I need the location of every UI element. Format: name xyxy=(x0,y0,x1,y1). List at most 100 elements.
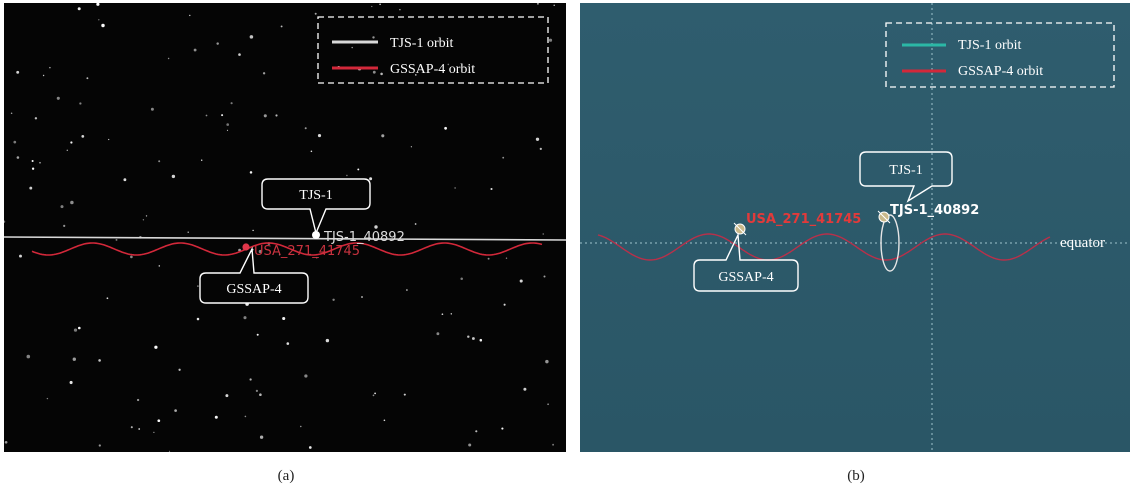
star xyxy=(545,359,549,364)
star xyxy=(69,380,73,385)
star xyxy=(372,70,376,74)
tjs-satellite-marker xyxy=(312,231,320,239)
star xyxy=(381,134,385,138)
star xyxy=(79,102,82,105)
star xyxy=(187,231,189,233)
star xyxy=(101,23,105,28)
star xyxy=(142,219,145,221)
star xyxy=(130,426,133,429)
star xyxy=(136,398,140,402)
star xyxy=(501,427,504,430)
legend-box xyxy=(317,16,549,84)
star xyxy=(552,443,555,446)
star xyxy=(487,257,490,260)
star xyxy=(447,63,450,66)
star xyxy=(96,3,100,6)
star xyxy=(415,74,417,76)
star xyxy=(63,224,66,227)
star xyxy=(171,174,176,179)
gssap-callout-label: GSSAP-4 xyxy=(718,270,773,285)
star xyxy=(244,415,247,418)
star xyxy=(98,19,100,21)
star xyxy=(332,298,335,301)
star xyxy=(374,392,376,395)
star xyxy=(70,141,73,144)
panel-b-ground-track-map: TJS-1 orbit GSSAP-4 orbit USA_271_41745 … xyxy=(580,3,1130,452)
star xyxy=(4,220,6,223)
star xyxy=(315,256,318,259)
gssap-orbit-line xyxy=(31,242,543,256)
star xyxy=(31,167,35,170)
star xyxy=(304,374,308,378)
star xyxy=(157,419,161,423)
star xyxy=(414,223,417,225)
star xyxy=(258,249,263,254)
gssap-callout-bubble xyxy=(693,232,799,292)
star xyxy=(226,129,229,131)
star xyxy=(201,159,203,161)
star xyxy=(372,36,375,39)
star xyxy=(371,5,373,8)
star xyxy=(475,430,478,433)
star xyxy=(374,225,378,229)
star xyxy=(197,285,199,287)
star xyxy=(56,96,60,100)
star xyxy=(123,178,127,182)
star xyxy=(505,257,508,259)
star xyxy=(77,7,81,11)
star xyxy=(467,335,470,338)
usa-satellite-label: USA_271_41745 xyxy=(254,244,360,259)
star xyxy=(138,428,141,430)
star xyxy=(346,174,348,177)
star xyxy=(399,8,401,11)
tjs-callout-bubble xyxy=(859,151,953,203)
star xyxy=(325,338,330,343)
star xyxy=(379,3,381,6)
tjs-orbit-line xyxy=(4,236,566,241)
star xyxy=(450,313,453,315)
star xyxy=(252,229,254,232)
star xyxy=(243,316,247,320)
star xyxy=(410,146,413,148)
legend-tjs-label: TJS-1 orbit xyxy=(958,38,1022,53)
legend-gssap-label: GSSAP-4 orbit xyxy=(958,64,1043,79)
gssap-callout-bubble xyxy=(199,246,309,304)
star xyxy=(221,114,224,117)
star xyxy=(282,316,286,321)
star xyxy=(259,435,264,439)
star xyxy=(216,42,219,45)
star xyxy=(230,102,233,105)
star xyxy=(73,328,78,332)
star xyxy=(196,317,200,321)
usa-satellite-marker xyxy=(242,243,250,251)
star xyxy=(178,368,181,371)
star xyxy=(548,38,553,42)
star xyxy=(444,126,447,130)
star xyxy=(286,342,290,345)
star xyxy=(16,156,20,159)
star xyxy=(249,171,253,174)
star xyxy=(436,332,440,336)
equator-label: equator xyxy=(1060,235,1105,251)
star xyxy=(523,387,527,391)
star xyxy=(205,114,208,117)
tjs-satellite-icon xyxy=(877,210,891,224)
star xyxy=(317,134,322,138)
star xyxy=(380,72,383,76)
gssap-ground-track xyxy=(597,233,1051,261)
star xyxy=(539,147,542,151)
panel-b-canvas: TJS-1 orbit GSSAP-4 orbit USA_271_41745 … xyxy=(580,3,1130,452)
star xyxy=(214,415,218,419)
star xyxy=(502,156,505,159)
star xyxy=(168,450,171,452)
star xyxy=(357,168,360,171)
star xyxy=(403,393,406,396)
star xyxy=(479,338,483,342)
star xyxy=(300,425,302,428)
star xyxy=(471,337,475,340)
star xyxy=(372,394,375,397)
star xyxy=(158,265,161,267)
star xyxy=(262,72,266,75)
star xyxy=(226,123,230,126)
star xyxy=(34,117,38,120)
